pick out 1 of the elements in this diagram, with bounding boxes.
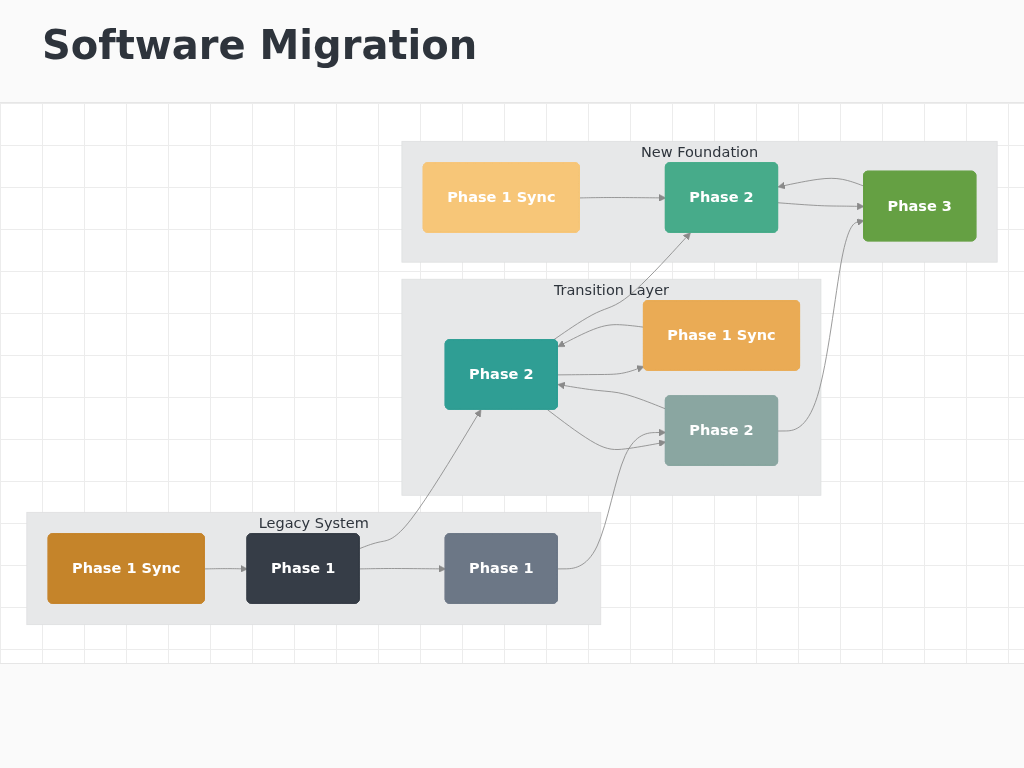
title: Software Migration	[42, 22, 478, 68]
